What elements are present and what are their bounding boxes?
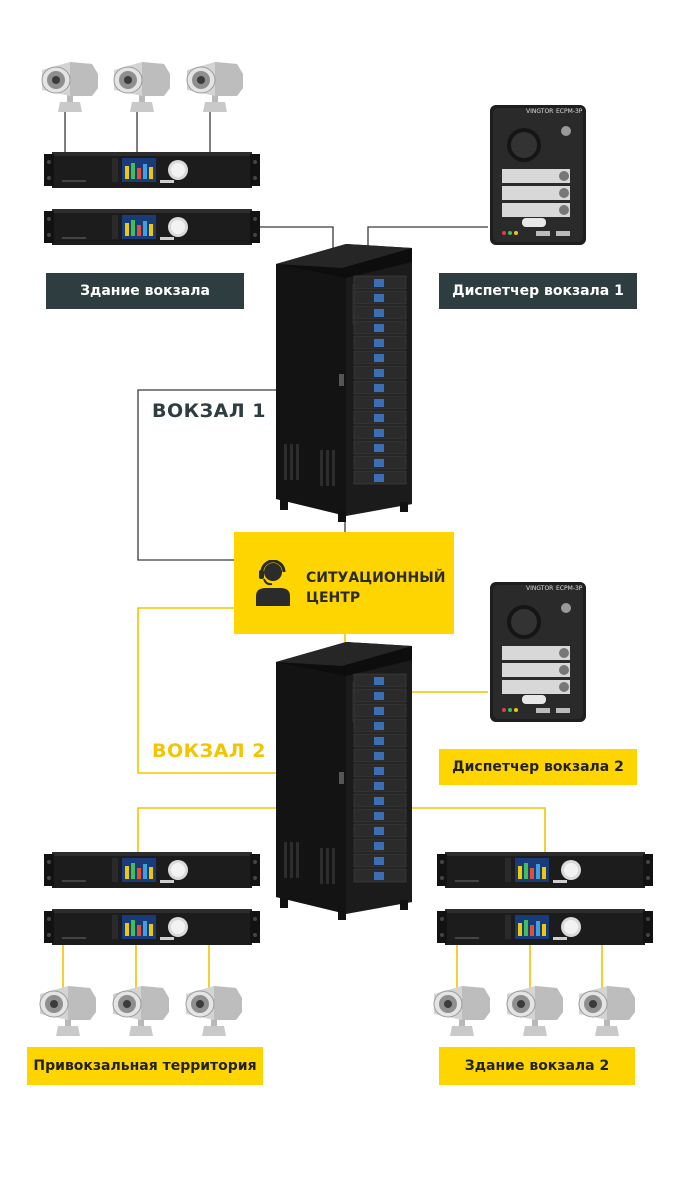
situation-center-line1: СИТУАЦИОННЫЙ xyxy=(306,570,446,586)
loudspeaker-horn-icon xyxy=(578,985,636,1037)
cable-center-to-rack2-left xyxy=(137,607,280,774)
dispatcher-panel-1 xyxy=(490,105,586,245)
loudspeaker-horn-icon xyxy=(185,985,243,1037)
label-building2: Здание вокзала 2 xyxy=(439,1047,635,1085)
rack-amplifier xyxy=(437,852,653,888)
panel2-model: ECPM-3P xyxy=(556,585,583,592)
rack-modules-station1 xyxy=(353,275,407,485)
rack-amplifier xyxy=(44,909,260,945)
situation-center-label: СИТУАЦИОННЫЙ ЦЕНТР xyxy=(306,568,445,608)
rack-amplifier xyxy=(44,152,260,188)
cable-rack1-to-center-left xyxy=(137,389,280,561)
loudspeaker-horn-icon xyxy=(433,985,491,1037)
loudspeaker-horn-icon xyxy=(186,61,244,113)
panel1-brand: VINGTOR xyxy=(526,108,553,115)
panel2-brand: VINGTOR xyxy=(526,585,553,592)
label-territory: Привокзальная территория xyxy=(27,1047,263,1085)
rack-modules-station2 xyxy=(353,673,407,883)
loudspeaker-horn-icon xyxy=(113,61,171,113)
title-station2: ВОКЗАЛ 2 xyxy=(152,740,266,762)
loudspeaker-horn-icon xyxy=(39,985,97,1037)
label-building1: Здание вокзала xyxy=(46,273,244,309)
title-station1: ВОКЗАЛ 1 xyxy=(152,400,266,422)
label-dispatcher1: Диспетчер вокзала 1 xyxy=(439,273,637,309)
loudspeaker-horn-icon xyxy=(112,985,170,1037)
loudspeaker-horn-icon xyxy=(506,985,564,1037)
rack-amplifier xyxy=(44,852,260,888)
rack-amplifier xyxy=(437,909,653,945)
cables-station1 xyxy=(64,112,488,561)
cable-amp-to-rack xyxy=(243,226,334,255)
operator-headset-icon xyxy=(256,560,290,606)
loudspeaker-horn-icon xyxy=(41,61,99,113)
panel1-model: ECPM-3P xyxy=(556,108,583,115)
situation-center: СИТУАЦИОННЫЙ ЦЕНТР xyxy=(234,532,454,634)
cables-station2 xyxy=(62,607,603,990)
rack-amplifier xyxy=(44,209,260,245)
cable-rack2-to-amps-left xyxy=(137,807,280,852)
dispatcher-panel-2 xyxy=(490,582,586,722)
cable-panel1-to-rack xyxy=(367,226,488,248)
label-dispatcher2: Диспетчер вокзала 2 xyxy=(439,749,637,785)
situation-center-line2: ЦЕНТР xyxy=(306,590,361,606)
cable-rack2-to-amps-right xyxy=(410,807,546,852)
